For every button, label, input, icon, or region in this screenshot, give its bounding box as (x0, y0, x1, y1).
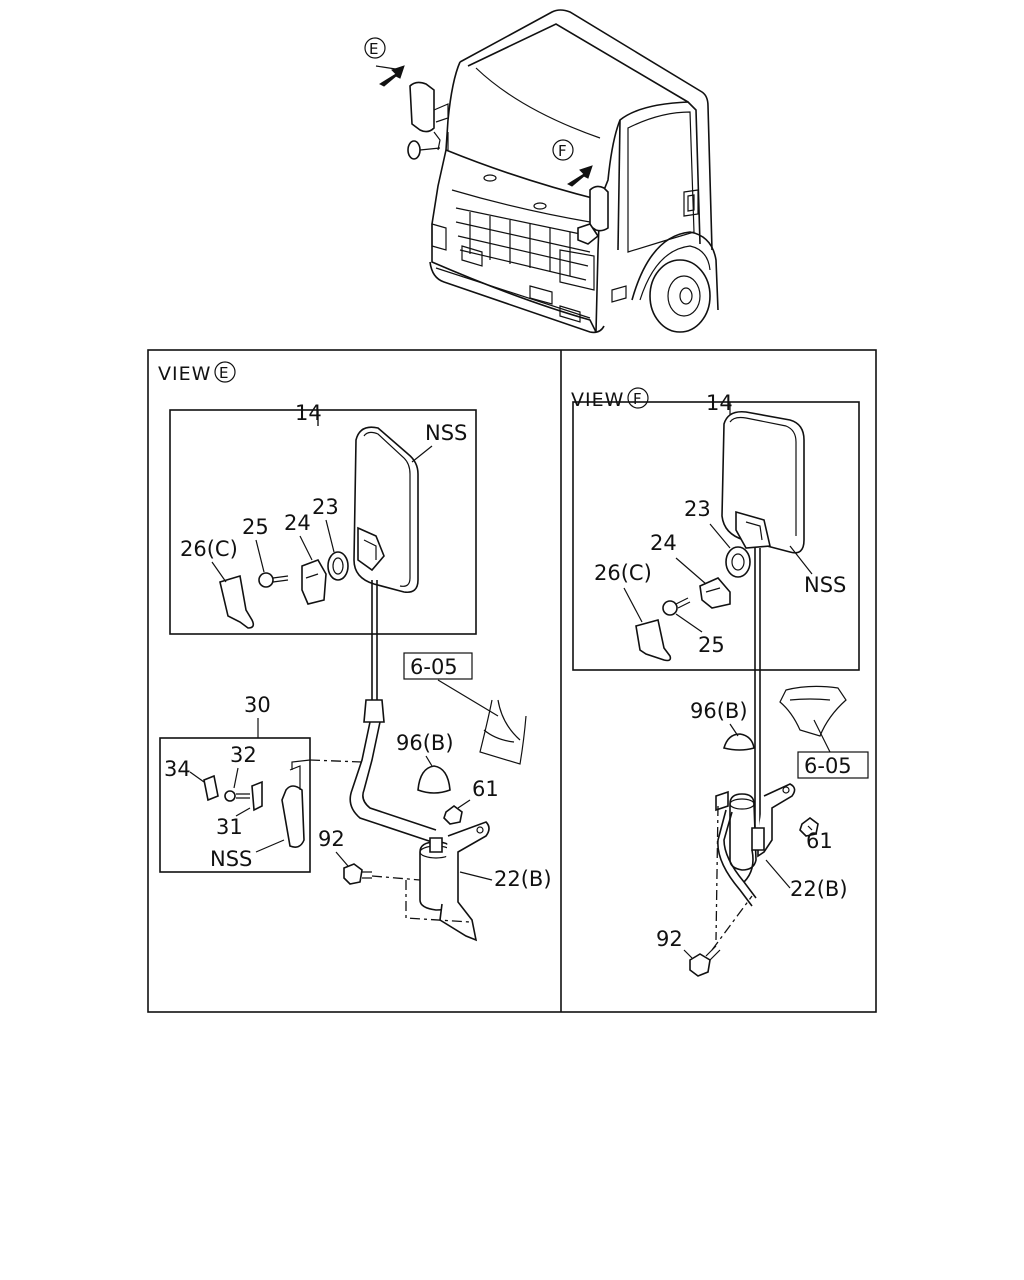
label-23-right: 23 (684, 497, 711, 521)
label-nss-mirror-left: NSS (425, 421, 467, 445)
label-30: 30 (244, 693, 271, 717)
label-24-right: 24 (650, 531, 677, 555)
label-25-right: 25 (698, 633, 725, 657)
label-26c-left: 26(C) (180, 537, 238, 561)
label-61-left: 61 (472, 777, 499, 801)
label-34: 34 (164, 757, 191, 781)
label-31: 31 (216, 815, 243, 839)
small-mirror-box (159, 737, 311, 873)
label-ref-6-05-left: 6-05 (410, 655, 458, 679)
mirror-assembly-box-right (572, 401, 860, 671)
mirror-head-right (721, 410, 805, 554)
view-f-letter: F (633, 390, 642, 408)
label-24-left: 24 (284, 511, 311, 535)
view-e-letter: E (219, 364, 228, 382)
view-e-label: VIEW (158, 363, 211, 385)
callout-14-right: 14 (706, 391, 733, 415)
view-e-arrow: E (364, 37, 405, 87)
view-e-panel: VIEW E 14 NSS 23 24 25 26(C) (158, 361, 552, 942)
label-25-left: 25 (242, 515, 269, 539)
mirror-assembly-box-left (169, 409, 477, 635)
label-nss-small: NSS (210, 847, 252, 871)
view-f-label: VIEW (571, 389, 624, 411)
label-ref-6-05-right: 6-05 (804, 754, 852, 778)
view-f-panel: VIEW F 14 NSS 23 24 25 26(C) (571, 387, 869, 977)
callout-14-left: 14 (295, 401, 322, 425)
mirror-head-left (353, 426, 419, 594)
view-e-marker-letter: E (369, 40, 378, 58)
label-nss-mirror-right: NSS (804, 573, 846, 597)
truck-cab-illustration (407, 9, 719, 334)
label-61-right: 61 (806, 829, 833, 853)
label-26c-right: 26(C) (594, 561, 652, 585)
label-92-right: 92 (656, 927, 683, 951)
label-96b-right: 96(B) (690, 699, 748, 723)
label-92-left: 92 (318, 827, 345, 851)
views-frame (147, 349, 877, 1013)
label-23-left: 23 (312, 495, 339, 519)
label-96b-left: 96(B) (396, 731, 454, 755)
label-32: 32 (230, 743, 257, 767)
label-22b-right: 22(B) (790, 877, 848, 901)
label-22b-left: 22(B) (494, 867, 552, 891)
view-f-marker-letter: F (558, 142, 567, 160)
view-f-arrow: F (552, 139, 593, 187)
